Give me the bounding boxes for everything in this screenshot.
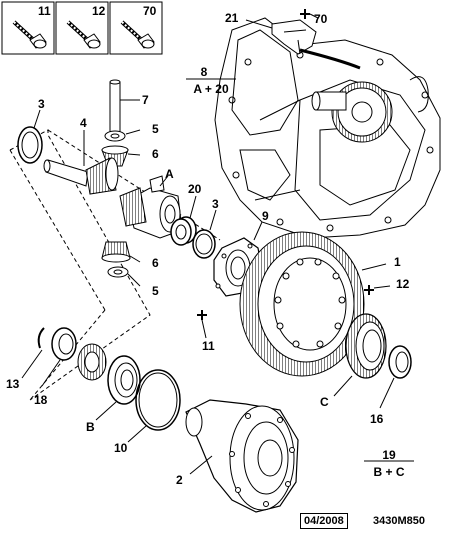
callout-c: C xyxy=(320,395,329,409)
bolt-icon xyxy=(120,20,155,49)
bolt-icon xyxy=(66,20,101,49)
bolt-box-number: 70 xyxy=(143,4,157,18)
callout-16: 16 xyxy=(370,412,384,426)
ring-part-3-left[interactable] xyxy=(17,126,43,164)
callout-7: 7 xyxy=(142,93,149,107)
differential-case-part-2[interactable] xyxy=(185,399,299,513)
leader-line xyxy=(245,19,273,29)
planet-gear-part-6-top[interactable] xyxy=(101,145,129,167)
footer-reference: 3430M850 xyxy=(370,514,428,528)
kit-19-number: 19 xyxy=(382,448,396,462)
callout-11: 11 xyxy=(202,339,215,353)
callout-3-left: 3 xyxy=(38,97,45,111)
bearing-part-20[interactable] xyxy=(170,216,197,246)
callout-1: 1 xyxy=(394,255,401,269)
callout-21: 21 xyxy=(225,11,239,25)
bearing-part-c[interactable] xyxy=(345,313,387,379)
leader-line xyxy=(33,109,41,129)
leader-line xyxy=(373,285,391,289)
cross-marker-icon xyxy=(197,310,207,320)
leader-line xyxy=(41,359,61,387)
callout-12: 12 xyxy=(396,277,410,291)
leader-line xyxy=(159,175,169,187)
arrow-to-housing xyxy=(299,48,361,70)
pin-part-7[interactable] xyxy=(109,79,121,133)
leader-line xyxy=(189,455,213,475)
speedometer-gear[interactable] xyxy=(77,343,107,381)
bolt-box-70[interactable]: 70 xyxy=(109,1,163,55)
callout-13: 13 xyxy=(6,377,20,391)
leader-line xyxy=(189,195,197,219)
gearbox-housing[interactable] xyxy=(214,17,441,239)
leader-line xyxy=(125,129,141,135)
footer-reference-text: 3430M850 xyxy=(373,515,425,527)
leader-line xyxy=(209,209,217,231)
kit-8-contents: A + 20 xyxy=(193,82,229,96)
footer-date: 04/2008 xyxy=(300,513,348,529)
callout-5-top: 5 xyxy=(152,122,159,136)
callout-b: B xyxy=(86,420,95,434)
bolt-box-number: 11 xyxy=(38,4,51,18)
ring-part-3-right[interactable] xyxy=(192,229,216,259)
leader-line xyxy=(21,349,43,379)
leader-line xyxy=(127,425,147,443)
leader-line xyxy=(379,377,395,409)
leader-line xyxy=(333,375,353,397)
callout-70: 70 xyxy=(314,12,328,26)
leader-line xyxy=(201,319,207,339)
leader-line xyxy=(127,153,141,156)
kit-19-contents: B + C xyxy=(373,465,404,479)
callout-10: 10 xyxy=(114,441,128,455)
callout-6-bottom: 6 xyxy=(152,256,159,270)
callout-18: 18 xyxy=(34,393,48,407)
callout-20: 20 xyxy=(188,182,202,196)
footer-date-text: 04/2008 xyxy=(304,515,344,527)
kit-8-number: 8 xyxy=(201,65,208,79)
cross-marker-icon xyxy=(364,285,374,295)
ring-part-10[interactable] xyxy=(135,369,181,431)
bolt-icon xyxy=(12,20,47,49)
washer-part-5-top[interactable] xyxy=(104,130,126,142)
leader-line xyxy=(129,255,141,263)
dashed-alignment-line xyxy=(9,149,106,311)
cross-marker-icon xyxy=(300,9,310,19)
leader-line xyxy=(127,273,141,287)
callout-3-right: 3 xyxy=(212,197,219,211)
callout-6-top: 6 xyxy=(152,147,159,161)
leader-line xyxy=(309,13,319,19)
leader-line xyxy=(95,401,117,421)
leader-line xyxy=(253,221,263,241)
leader-line xyxy=(361,263,387,271)
clip-part-13[interactable] xyxy=(37,327,45,349)
callout-9: 9 xyxy=(262,209,269,223)
shaft-part-4[interactable] xyxy=(43,157,119,195)
callout-a: A xyxy=(165,167,174,181)
bolt-box-12[interactable]: 12 xyxy=(55,1,109,55)
bearing-part-b[interactable] xyxy=(107,355,141,405)
planet-gear-part-6-bottom[interactable] xyxy=(101,241,131,263)
seal-part-16[interactable] xyxy=(388,345,412,379)
washer-part-5-bottom[interactable] xyxy=(107,266,129,278)
callout-2: 2 xyxy=(176,473,183,487)
housing-gear xyxy=(311,81,393,143)
bolt-box-11[interactable]: 11 xyxy=(1,1,55,55)
callout-4: 4 xyxy=(80,116,87,130)
seal-part-18[interactable] xyxy=(51,327,77,361)
bolt-box-number: 12 xyxy=(92,4,106,18)
crown-gear-part-1[interactable] xyxy=(239,231,365,377)
callout-5-bottom: 5 xyxy=(152,284,159,298)
